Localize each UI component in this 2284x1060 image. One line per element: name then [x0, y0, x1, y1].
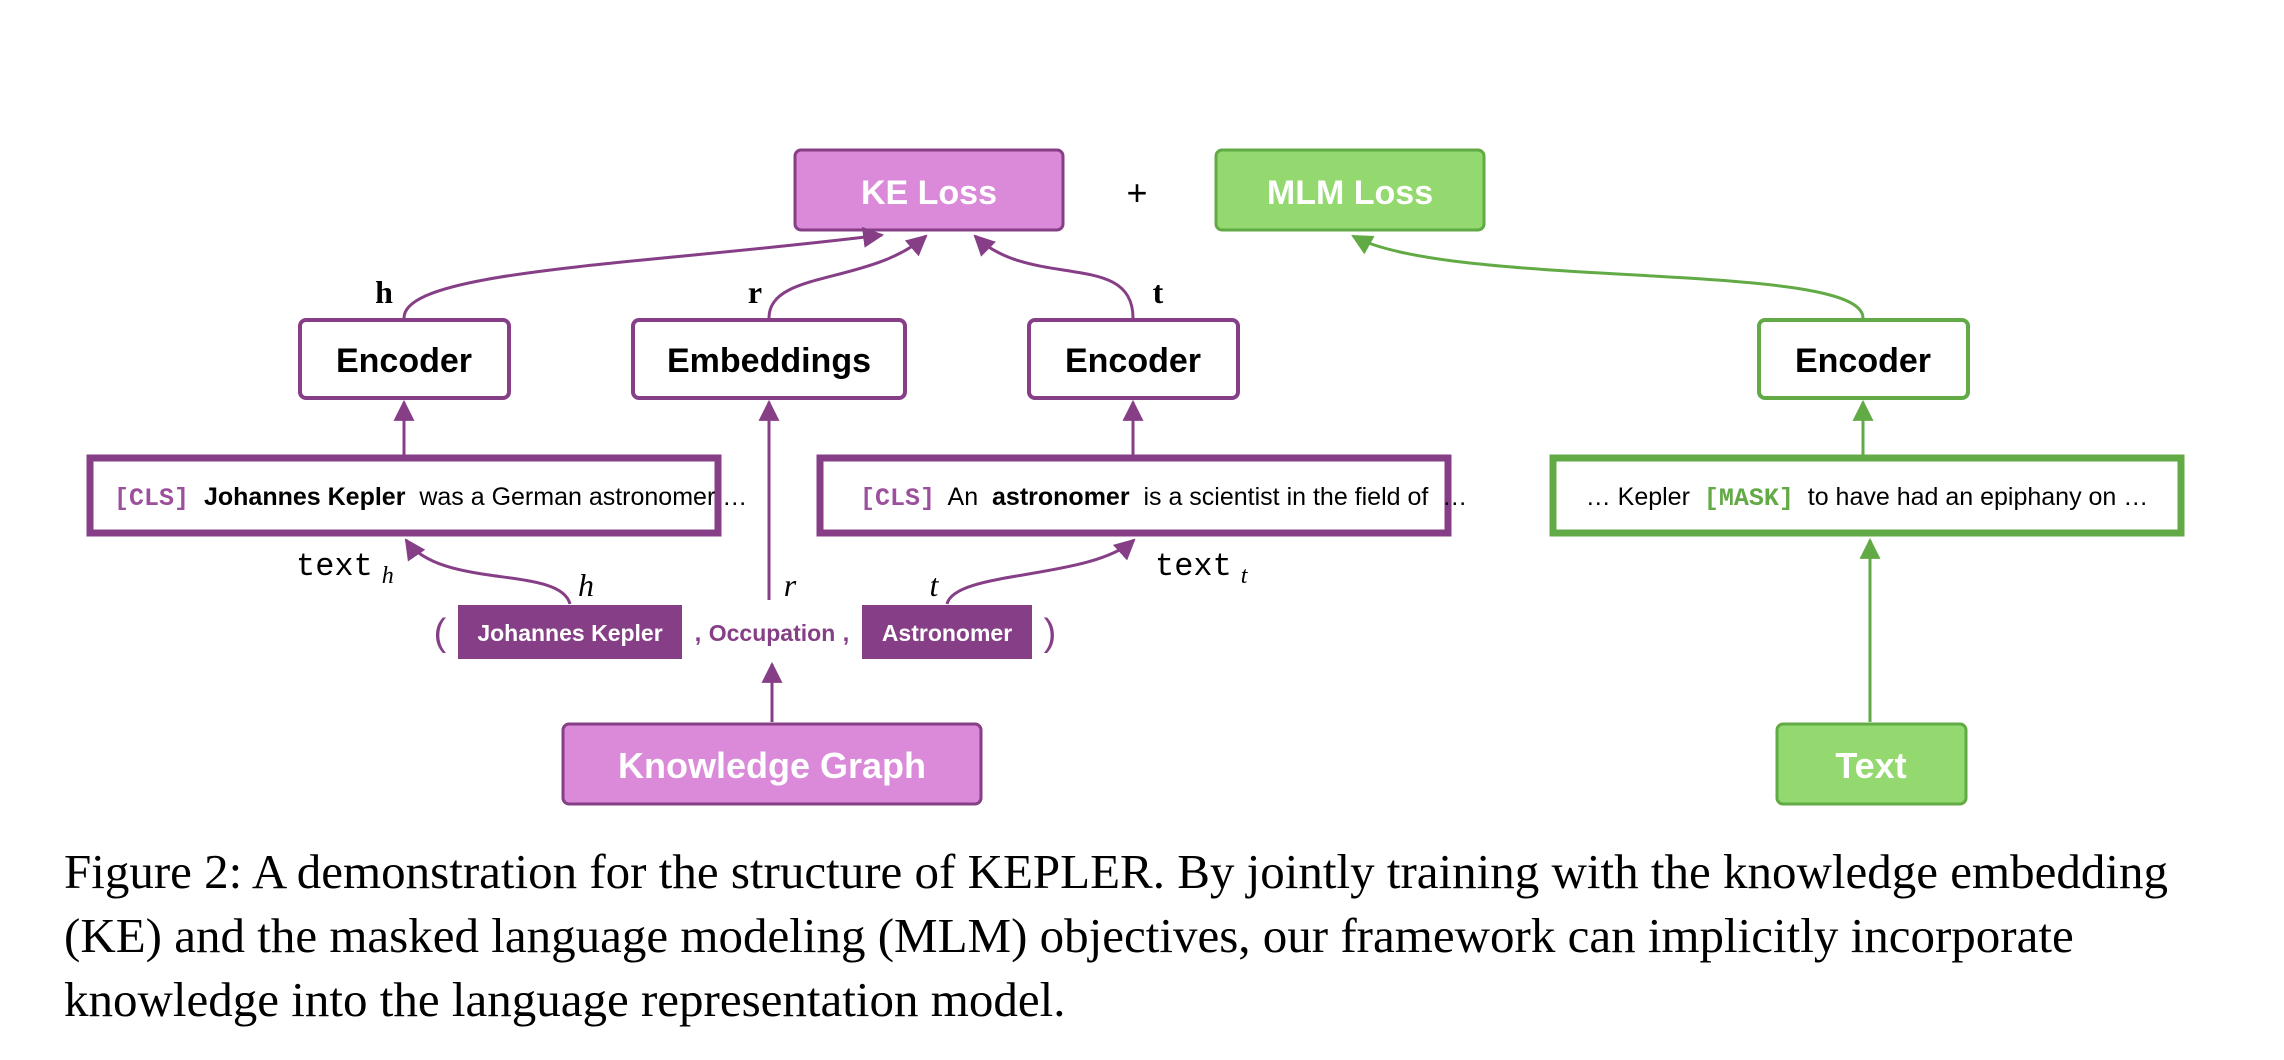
knowledge-triple: ( Johannes Kepler , Occupation , Astrono…	[434, 605, 1057, 659]
triple-head-label: Johannes Kepler	[477, 620, 662, 646]
text-to-mlm-loss-arrow	[1351, 234, 1865, 319]
tail-entity-to-description-arrow	[945, 538, 1136, 605]
tail-cls-token: [CLS]	[860, 484, 935, 513]
head-description-text: was a German astronomer …	[412, 483, 747, 511]
masked-text-suffix: to have had an epiphany on …	[1801, 483, 2149, 511]
mlm-loss-box: MLM Loss	[1214, 148, 1486, 232]
tail-description-prefix: An	[942, 483, 985, 511]
head-encoder-label: Encoder	[336, 342, 472, 380]
mlm-loss-label: MLM Loss	[1267, 174, 1433, 212]
t-label: t	[1153, 274, 1164, 310]
triple-separator-2: ,	[843, 620, 850, 647]
triple-relation-label: Occupation	[709, 620, 836, 646]
t-italic-label: t	[930, 567, 940, 603]
r-label: r	[748, 274, 762, 310]
triple-close-paren: )	[1044, 612, 1057, 654]
head-encoder-box: Encoder	[298, 318, 511, 400]
embeddings-box: Embeddings	[631, 318, 907, 400]
head-entity-to-description-arrow	[404, 538, 572, 605]
triple-head-box	[458, 605, 682, 659]
tail-encoder-box: Encoder	[1027, 318, 1240, 400]
h-label: h	[375, 274, 393, 310]
triple-tail-label: Astronomer	[882, 620, 1012, 646]
triple-tail-box	[862, 605, 1032, 659]
head-cls-token: [CLS]	[114, 484, 189, 513]
text-h-label: text	[296, 548, 373, 585]
text-t-label: text	[1155, 548, 1232, 585]
knowledge-graph-label: Knowledge Graph	[618, 745, 926, 786]
tail-description-box: [CLS] An astronomer is a scientist in th…	[816, 454, 1467, 537]
ke-loss-label: KE Loss	[861, 174, 997, 212]
tail-entity-text: astronomer	[992, 483, 1130, 511]
figure-caption: Figure 2: A demonstration for the struct…	[64, 844, 2168, 1027]
tail-encoder-label: Encoder	[1065, 342, 1201, 380]
h-to-ke-loss-arrow	[402, 226, 885, 319]
svg-text:text t: text t	[1155, 546, 1249, 589]
ke-loss-box: KE Loss	[793, 148, 1065, 232]
masked-text-prefix: … Kepler	[1586, 483, 1697, 511]
h-italic-label: h	[578, 567, 594, 603]
r-italic-label: r	[784, 567, 797, 603]
triple-separator-1: ,	[695, 620, 702, 647]
text-encoder-label: Encoder	[1795, 342, 1931, 380]
svg-text:… Kepler [MASK]: … Kepler [MASK] to have had an epiphany …	[1586, 483, 2149, 513]
svg-text:text h: text h	[296, 546, 394, 589]
knowledge-graph-box: Knowledge Graph	[561, 722, 983, 806]
svg-text:[CLS] An astrono: [CLS] An astronomer is a scientist in th…	[860, 483, 1467, 513]
plus-sign: +	[1126, 172, 1147, 213]
t-to-ke-loss-arrow	[973, 234, 1135, 319]
text-source-box: Text	[1775, 722, 1968, 806]
svg-text:[CLS] Johannes Kepler: [CLS] Johannes Kepler was a German astro…	[114, 483, 747, 513]
embeddings-label: Embeddings	[667, 342, 871, 380]
r-to-ke-loss-arrow	[767, 234, 928, 319]
text-encoder-box: Encoder	[1757, 318, 1970, 400]
text-t-subscript: t	[1241, 563, 1249, 589]
text-source-label: Text	[1835, 745, 1906, 786]
triple-open-paren: (	[434, 612, 447, 654]
masked-text-box: … Kepler [MASK] to have had an epiphany …	[1549, 454, 2185, 537]
text-h-subscript: h	[382, 563, 394, 589]
head-description-box: [CLS] Johannes Kepler was a German astro…	[86, 454, 747, 537]
tail-description-text: is a scientist in the field of …	[1137, 483, 1468, 511]
head-entity-text: Johannes Kepler	[204, 483, 406, 511]
mask-token: [MASK]	[1704, 484, 1794, 513]
